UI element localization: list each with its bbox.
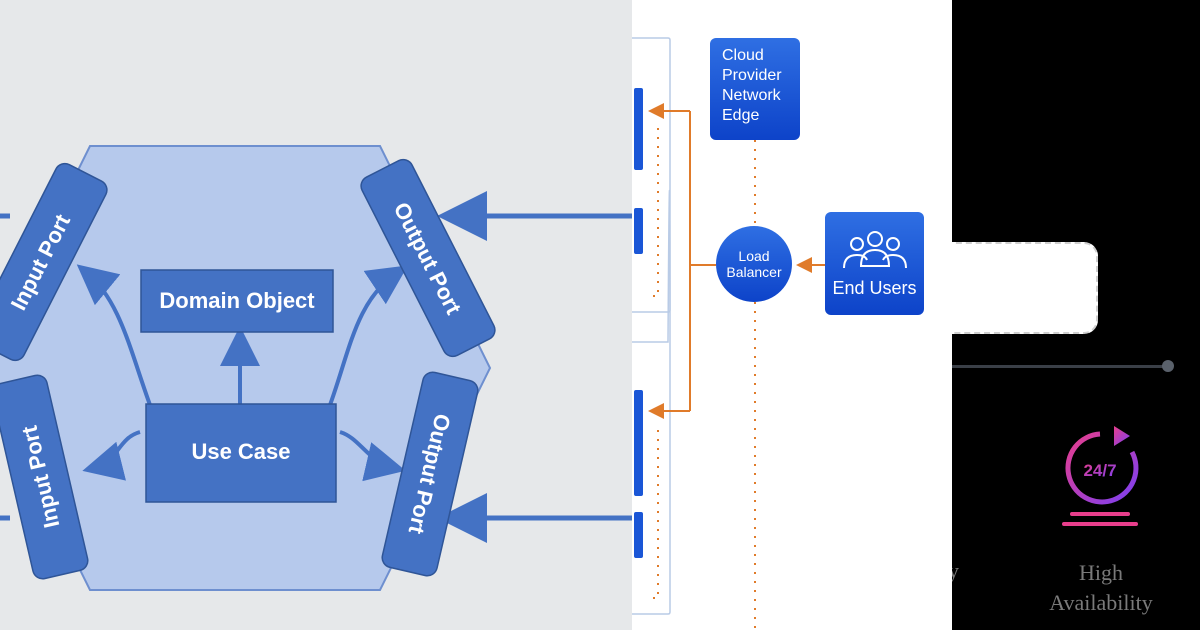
use-case-box [145,403,337,503]
timeline-knob[interactable] [1162,360,1174,372]
load-balancer-node: Load Balancer [716,226,792,302]
arrow-usecase-to-output-bottom [339,430,406,482]
partial-feature-label: y [952,558,959,583]
server-bar-1 [634,88,643,170]
placeholder-card [952,242,1098,334]
input-port-bottom: Input Port [0,374,89,580]
server-bar-4 [634,512,643,558]
server-group-bottom-frame [632,190,671,615]
cloud-edge-box: Cloud Provider Network Edge [710,38,800,140]
arrow-usecase-to-input-top [76,264,152,406]
output-port-bottom: Output Port [381,371,479,577]
cloud-architecture-panel: Cloud Provider Network Edge Load Balance… [632,0,952,630]
end-users-box: End Users [825,212,924,315]
availability-247-icon: 24/7 [1062,426,1139,526]
server-bar-3 [634,390,643,496]
badge-text: 24/7 [1083,461,1116,480]
domain-object-label: Domain Object [159,288,315,313]
lb-branch [689,111,716,411]
dotted-return-bottom [650,430,659,599]
server-group-top-frame [632,37,671,313]
end-users-label: End Users [832,278,917,298]
cloud-connectors [632,37,825,630]
use-case-label: Use Case [191,439,290,464]
domain-object-box [140,269,334,333]
features-panel: 24/7 y High Availability [952,0,1200,630]
timeline-track [952,365,1168,368]
high-availability-label: High Availability [1049,560,1153,615]
dotted-return-top [650,128,659,297]
hexagonal-diagram: Domain Object Use Case Input Port Input … [0,145,632,591]
arrow-usecase-to-input-bottom [82,430,141,481]
server-bar-2 [634,208,643,254]
arrow-usecase-to-output-top [328,265,408,406]
users-group-icon [843,231,907,269]
hexagonal-architecture-panel: Domain Object Use Case Input Port Input … [0,0,632,630]
